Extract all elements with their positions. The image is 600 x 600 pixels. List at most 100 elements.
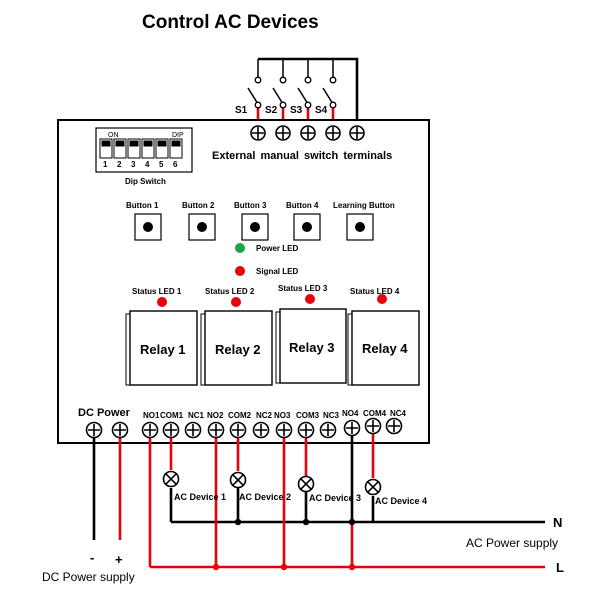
terminal-label-com3: COM3 bbox=[296, 411, 320, 420]
terminal-com4 bbox=[364, 417, 382, 435]
button-1-label: Button 1 bbox=[126, 201, 159, 210]
line-junction-4 bbox=[348, 563, 356, 571]
line-label: L bbox=[556, 560, 564, 575]
switch-label-2: S2 bbox=[265, 105, 278, 116]
dc-minus-label: - bbox=[90, 550, 94, 565]
dc-plus-label: + bbox=[115, 552, 123, 567]
bottom-terminal-row bbox=[85, 417, 403, 439]
dip-toggle-1 bbox=[101, 140, 111, 147]
relay-2: Relay 2 bbox=[200, 310, 273, 386]
relay-4: Relay 4 bbox=[347, 310, 420, 386]
terminal-com2 bbox=[229, 421, 247, 439]
dip-toggle-6 bbox=[171, 140, 181, 147]
terminal-label-com2: COM2 bbox=[228, 411, 252, 420]
terminal-label-no1: NO1 bbox=[143, 411, 160, 420]
dip-on-label: ON bbox=[108, 132, 119, 139]
dip-toggle-3 bbox=[129, 140, 139, 147]
relay-2-label: Relay 2 bbox=[215, 342, 261, 357]
diagram-title: Control AC Devices bbox=[142, 12, 319, 33]
status-led-3 bbox=[305, 294, 315, 304]
ac-device-2-lamp-icon bbox=[229, 471, 247, 489]
terminal-no2 bbox=[207, 421, 225, 439]
switch-4-contact bbox=[329, 76, 337, 84]
switch-3-pivot bbox=[304, 101, 312, 109]
dip-number-5: 5 bbox=[159, 160, 164, 169]
switch-2-pivot bbox=[279, 101, 287, 109]
button-2[interactable] bbox=[188, 213, 216, 241]
power-led bbox=[235, 243, 245, 253]
terminal-nc4 bbox=[385, 417, 403, 435]
switch-1-contact bbox=[254, 76, 262, 84]
terminal-label-nc3: NC3 bbox=[323, 411, 340, 420]
ac-power-supply-label: AC Power supply bbox=[466, 536, 558, 550]
button-2-cap bbox=[197, 222, 207, 232]
status-led-2-label: Status LED 2 bbox=[205, 287, 255, 296]
status-led-1-label: Status LED 1 bbox=[132, 287, 182, 296]
ac-device-1-lamp-icon bbox=[162, 470, 180, 488]
terminal-no4 bbox=[343, 419, 361, 437]
line-junction-2 bbox=[212, 563, 220, 571]
ac-device-4-lamp-icon bbox=[364, 478, 382, 496]
external-terminals-label: External manual switch terminals bbox=[212, 150, 392, 162]
ac-device-3-label: AC Device 3 bbox=[309, 493, 361, 503]
status-led-1 bbox=[157, 297, 167, 307]
line-junction-3 bbox=[280, 563, 288, 571]
switch-label-1: S1 bbox=[235, 105, 248, 116]
button-4-cap bbox=[302, 222, 312, 232]
status-led-4-label: Status LED 4 bbox=[350, 287, 400, 296]
terminal-label-no4: NO4 bbox=[342, 409, 359, 418]
signal-led bbox=[235, 266, 245, 276]
terminal-no1 bbox=[141, 421, 159, 439]
neutral-junction-2 bbox=[234, 518, 242, 526]
relay-4-label: Relay 4 bbox=[362, 341, 408, 356]
neutral-label: N bbox=[553, 515, 562, 530]
terminal-label-com4: COM4 bbox=[363, 409, 387, 418]
terminal-dc-plus bbox=[111, 421, 129, 439]
button-4-label: Button 4 bbox=[286, 201, 319, 210]
dip-brand: DIP bbox=[172, 132, 184, 139]
relay-1-label: Relay 1 bbox=[140, 342, 186, 357]
switch-contacts bbox=[254, 76, 337, 109]
dip-number-1: 1 bbox=[103, 160, 108, 169]
terminal-com3 bbox=[297, 421, 315, 439]
terminal-no3 bbox=[275, 421, 293, 439]
button-3-label: Button 3 bbox=[234, 201, 267, 210]
terminal-nc3 bbox=[319, 421, 337, 439]
button-2-label: Button 2 bbox=[182, 201, 215, 210]
switch-1-pivot bbox=[254, 101, 262, 109]
button-4[interactable] bbox=[293, 213, 321, 241]
dc-power-supply-label: DC Power supply bbox=[42, 570, 135, 584]
learning-button-label: Learning Button bbox=[333, 201, 395, 210]
dip-number-6: 6 bbox=[173, 160, 178, 169]
status-led-3-label: Status LED 3 bbox=[278, 284, 328, 293]
terminal-label-no3: NO3 bbox=[274, 411, 291, 420]
dip-switch-label: Dip Switch bbox=[125, 177, 166, 186]
power-led-label: Power LED bbox=[256, 244, 298, 253]
button-3[interactable] bbox=[241, 213, 269, 241]
terminal-label-com1: COM1 bbox=[160, 411, 184, 420]
status-led-2 bbox=[231, 297, 241, 307]
terminal-com1 bbox=[162, 421, 180, 439]
relay-3-label: Relay 3 bbox=[289, 340, 335, 355]
ac-device-4-label: AC Device 4 bbox=[375, 496, 427, 506]
dip-toggle-2 bbox=[115, 140, 125, 147]
learning-button[interactable] bbox=[346, 213, 374, 241]
dip-number-2: 2 bbox=[117, 160, 122, 169]
dip-toggle-5 bbox=[157, 140, 167, 147]
terminal-nc1 bbox=[184, 421, 202, 439]
dc-power-label: DC Power bbox=[78, 407, 131, 419]
terminal-label-no2: NO2 bbox=[207, 411, 224, 420]
switch-label-4: S4 bbox=[315, 105, 328, 116]
dip-number-4: 4 bbox=[145, 160, 150, 169]
switch-3-contact bbox=[304, 76, 312, 84]
button-1[interactable] bbox=[134, 213, 162, 241]
neutral-junction-4 bbox=[348, 518, 356, 526]
external-terminal-crosses bbox=[252, 127, 363, 139]
ac-device-1-label: AC Device 1 bbox=[174, 492, 226, 502]
button-1-cap bbox=[143, 222, 153, 232]
ac-device-3-lamp-icon bbox=[297, 475, 315, 493]
dip-number-3: 3 bbox=[131, 160, 136, 169]
relay-1: Relay 1 bbox=[125, 310, 198, 386]
learning-button-cap bbox=[355, 222, 365, 232]
junction-dots bbox=[212, 518, 356, 571]
